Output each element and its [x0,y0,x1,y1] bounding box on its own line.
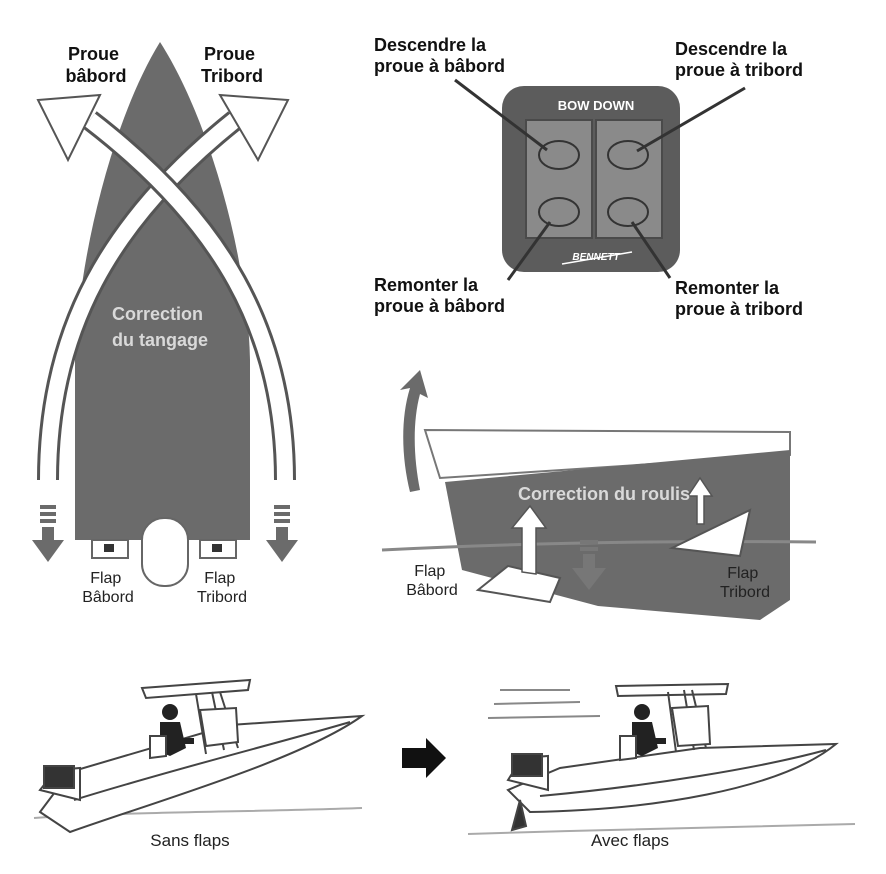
driver-silhouette-2 [632,704,666,756]
caption-without-flaps: Sans flaps [150,831,229,850]
pitch-arrow-port [37,93,290,481]
outboard-motor-top [141,517,189,587]
rocker-switch-port[interactable] [525,119,593,239]
roll-flap-starboard-label: Flap Tribord [720,565,770,601]
callout-bottom-left: Remonter la proue à bâbord [374,275,505,316]
pitch-correction-label: Correction du tangage [112,304,208,350]
button-starboard-down[interactable] [607,140,649,170]
roll-flap-starboard [668,508,752,558]
flap-port-label: Flap Bâbord [82,570,134,606]
roll-view: Correction du roulis Flap Bâbord Flap Tr… [381,370,817,620]
callout-bottom-right: Remonter la proue à tribord [675,278,803,319]
button-starboard-up[interactable] [607,197,649,227]
pitch-arrow-starboard [36,93,296,481]
button-port-up[interactable] [538,197,580,227]
bow-port-label: Proue bâbord [66,44,127,86]
roll-up-arrow [400,370,428,492]
top-view-boat: Proue bâbord Proue Tribord Correction du… [32,42,298,606]
boat-hull-top [75,42,250,540]
boat-without-flaps [33,678,366,834]
rocker-switch-starboard[interactable] [595,119,663,239]
boat-with-flaps [467,682,856,835]
flap-starboard-label: Flap Tribord [197,570,247,606]
roll-correction-label: Correction du roulis [518,484,690,504]
button-port-down[interactable] [538,140,580,170]
panel-title: BOW DOWN [558,98,635,113]
caption-with-flaps: Avec flaps [591,831,669,850]
callout-top-left: Descendre la proue à bâbord [374,35,505,76]
bow-starboard-label: Proue Tribord [201,44,263,86]
callout-top-right: Descendre la proue à tribord [675,39,803,80]
roll-flap-port [475,564,562,604]
down-arrow-port [32,505,64,562]
switch-panel: BOW DOWN BENNETT Descendre la proue à bâ… [374,35,803,319]
down-arrow-starboard [266,505,298,562]
comparison-arrow [402,738,446,778]
roll-flap-port-label: Flap Bâbord [406,563,458,599]
